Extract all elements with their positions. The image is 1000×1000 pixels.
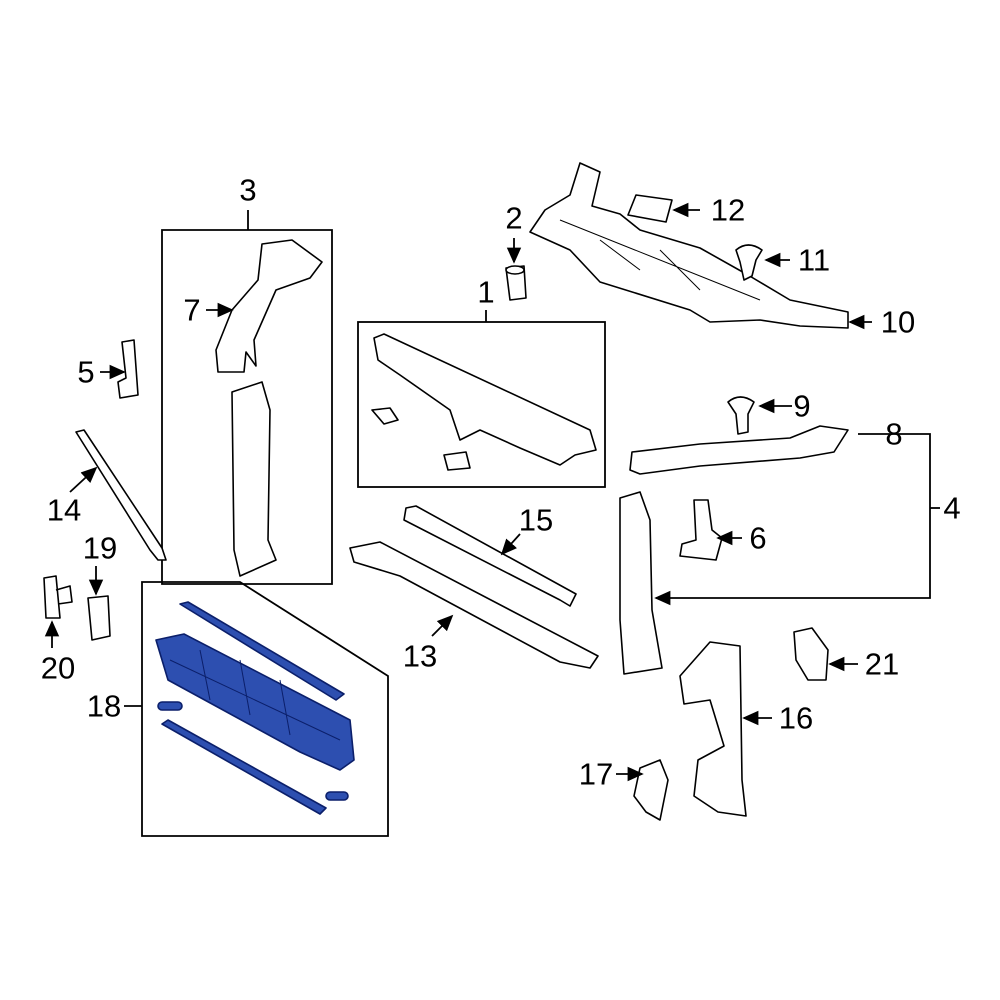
part-6-bracket	[679, 499, 723, 561]
part-9-bolt	[727, 396, 755, 435]
bracket-4	[654, 433, 931, 606]
part-18-shutter	[155, 633, 355, 771]
part-8-bracket	[629, 425, 849, 475]
part-13-rail	[349, 541, 599, 669]
group-box-3	[161, 229, 333, 585]
part-12-label	[627, 194, 673, 223]
callout-14: 14	[46, 492, 82, 528]
callout-12: 12	[710, 192, 746, 228]
part-20-clip	[43, 575, 73, 619]
part-1-support	[373, 333, 597, 466]
callout-13: 13	[402, 638, 438, 674]
callout-20: 20	[40, 650, 76, 686]
callout-1: 1	[477, 274, 495, 310]
part-19-clip	[87, 595, 111, 641]
part-21-clip	[793, 627, 829, 681]
callout-5: 5	[77, 354, 95, 390]
callout-6: 6	[749, 520, 767, 556]
callout-2: 2	[505, 200, 523, 236]
group-box-18	[141, 581, 389, 837]
callout-7: 7	[183, 292, 201, 328]
callout-16: 16	[778, 700, 814, 736]
part-3-pillar	[231, 381, 277, 577]
part-18-plug-a	[157, 701, 183, 711]
callout-8: 8	[885, 416, 903, 452]
callout-17: 17	[578, 756, 614, 792]
callout-15: 15	[518, 502, 554, 538]
callout-21: 21	[864, 646, 900, 682]
callout-10: 10	[880, 304, 916, 340]
callout-11: 11	[797, 242, 831, 278]
part-18-seal-top	[179, 601, 345, 701]
part-11-clip	[735, 244, 763, 281]
callout-4: 4	[943, 490, 961, 526]
part-4-pillar	[619, 491, 663, 675]
callout-3: 3	[239, 172, 257, 208]
part-17-bracket	[633, 759, 669, 821]
part-5-bracket	[117, 339, 139, 399]
group-box-1	[357, 321, 606, 488]
leader-arrows	[44, 202, 872, 782]
part-10-cover	[529, 162, 849, 329]
part-18-plug-b	[325, 791, 349, 801]
part-14-rod	[75, 429, 167, 561]
part-15-rail	[403, 505, 577, 607]
part-16-guide	[679, 641, 747, 817]
part-7-bracket	[215, 239, 323, 373]
part-18-seal-bottom	[161, 719, 327, 815]
callout-9: 9	[793, 388, 811, 424]
callout-18: 18	[86, 688, 122, 724]
callout-19: 19	[82, 530, 118, 566]
